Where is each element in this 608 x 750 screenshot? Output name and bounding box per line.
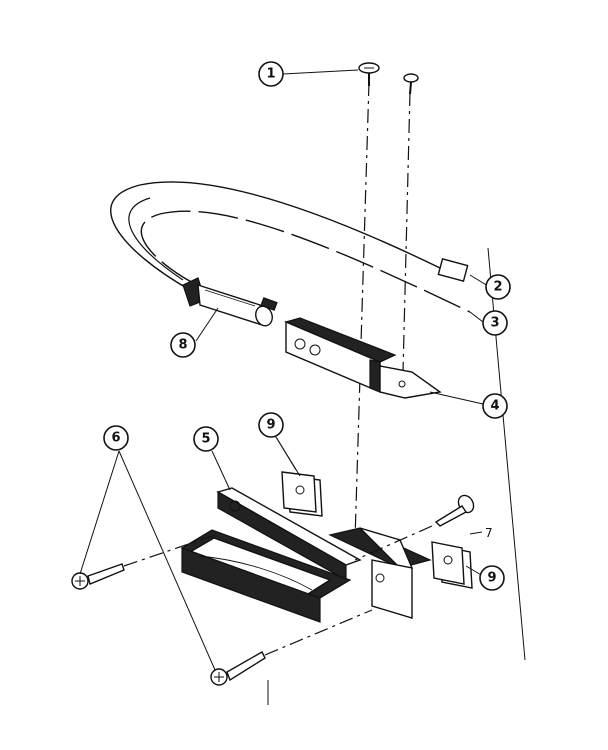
wire-connector <box>437 258 469 282</box>
svg-text:7: 7 <box>485 526 493 540</box>
callout-6: 6 <box>103 425 129 451</box>
callout-3: 3 <box>482 310 508 336</box>
callout-7: 7 <box>485 526 493 540</box>
callout-2: 2 <box>485 274 511 300</box>
screw-item-7 <box>354 494 475 561</box>
svg-text:2: 2 <box>493 280 502 295</box>
wire-harness <box>110 181 471 313</box>
svg-text:3: 3 <box>490 316 499 331</box>
svg-text:1: 1 <box>266 67 275 82</box>
callout-9-lower: 9 <box>479 565 505 591</box>
svg-text:5: 5 <box>201 432 210 447</box>
svg-text:8: 8 <box>178 338 187 353</box>
callout-5: 5 <box>193 426 219 452</box>
screw-item-6-upper <box>71 533 219 590</box>
svg-text:9: 9 <box>266 418 275 433</box>
sensor-assembly <box>182 277 278 327</box>
screw-top-left <box>358 62 380 86</box>
callout-8: 8 <box>170 332 196 358</box>
callout-1: 1 <box>258 61 284 87</box>
leader-lines <box>79 69 489 671</box>
latch-handle-assembly <box>180 487 432 623</box>
svg-text:6: 6 <box>111 431 120 446</box>
switch-bracket <box>284 317 442 399</box>
screw-top-right <box>403 73 419 95</box>
spacer-lower <box>431 541 473 589</box>
callout-9-upper: 9 <box>258 412 284 438</box>
callout-4: 4 <box>482 393 508 419</box>
svg-text:9: 9 <box>487 571 496 586</box>
screw-item-6-lower <box>210 609 373 686</box>
svg-text:4: 4 <box>490 399 499 414</box>
spacer-upper <box>281 471 323 517</box>
